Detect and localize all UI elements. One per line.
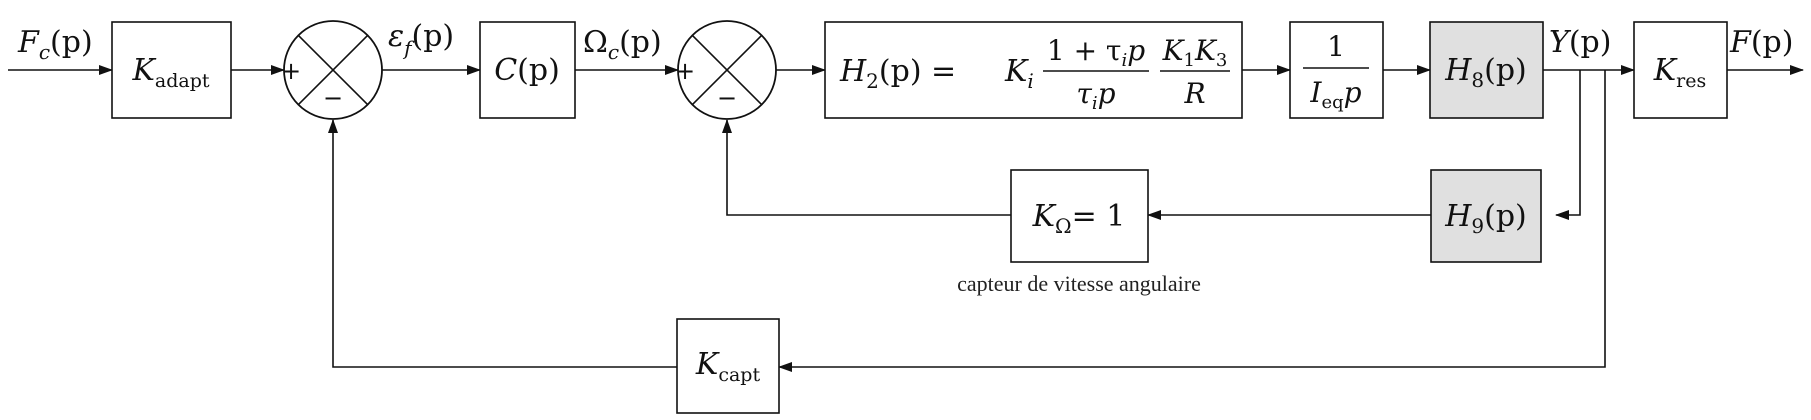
block-controller-label: C(p) bbox=[494, 53, 560, 88]
block-k-capt: Kcapt bbox=[676, 318, 780, 414]
sum1-plus-sign: + bbox=[281, 57, 301, 85]
wire-komega-to-sum2 bbox=[722, 119, 1011, 216]
signal-output-label: F(p) bbox=[1729, 25, 1793, 60]
signal-omega-c-label: Ωc(p) bbox=[583, 25, 662, 64]
h2-fraction1-denominator: τip bbox=[1076, 77, 1115, 114]
h2-lhs: H2(p) = bbox=[839, 54, 956, 93]
signal-input-label: Fc(p) bbox=[17, 25, 93, 64]
integrator-denominator: Ieqp bbox=[1309, 76, 1361, 113]
wire-kcapt-to-sum1 bbox=[328, 119, 677, 368]
sum1-minus-sign: − bbox=[323, 84, 343, 112]
block-k-adapt: Kadapt bbox=[111, 21, 232, 119]
integrator-numerator: 1 bbox=[1327, 30, 1345, 63]
block-k-capt-label: Kcapt bbox=[695, 347, 761, 386]
block-h8: H8(p) bbox=[1429, 21, 1544, 119]
k-omega-caption: capteur de vitesse angulaire bbox=[957, 271, 1201, 296]
block-h9-label: H9(p) bbox=[1444, 199, 1527, 238]
block-k-res-label: Kres bbox=[1653, 53, 1707, 92]
block-h9: H9(p) bbox=[1430, 169, 1542, 263]
block-k-omega-label: KΩ= 1 bbox=[1032, 199, 1126, 238]
sum2-plus-sign: + bbox=[675, 57, 695, 85]
summing-junction-1: + − bbox=[281, 20, 383, 120]
block-k-adapt-label: Kadapt bbox=[131, 53, 209, 92]
block-h2: H2(p) = Ki 1 + τip τip K1K3 R bbox=[824, 21, 1243, 119]
block-controller: C(p) bbox=[479, 21, 576, 119]
h2-fraction2-numerator: K1K3 bbox=[1162, 34, 1228, 71]
block-h8-label: H8(p) bbox=[1444, 53, 1527, 92]
block-k-res: Kres bbox=[1633, 21, 1728, 119]
h2-fraction2-denominator: R bbox=[1183, 77, 1205, 110]
signal-error-label: εf(p) bbox=[388, 19, 454, 60]
h2-gain: Ki bbox=[1004, 54, 1034, 93]
block-k-omega: KΩ= 1 bbox=[1010, 169, 1149, 263]
h2-fraction1-numerator: 1 + τip bbox=[1047, 34, 1145, 71]
signal-y-label: Y(p) bbox=[1549, 25, 1611, 60]
wire-y-to-h9 bbox=[1555, 70, 1581, 220]
summing-junction-2: + − bbox=[675, 20, 777, 120]
sum2-minus-sign: − bbox=[717, 84, 737, 112]
wire-y-to-kcapt bbox=[778, 70, 1606, 372]
block-integrator: 1 Ieqp bbox=[1289, 21, 1384, 119]
